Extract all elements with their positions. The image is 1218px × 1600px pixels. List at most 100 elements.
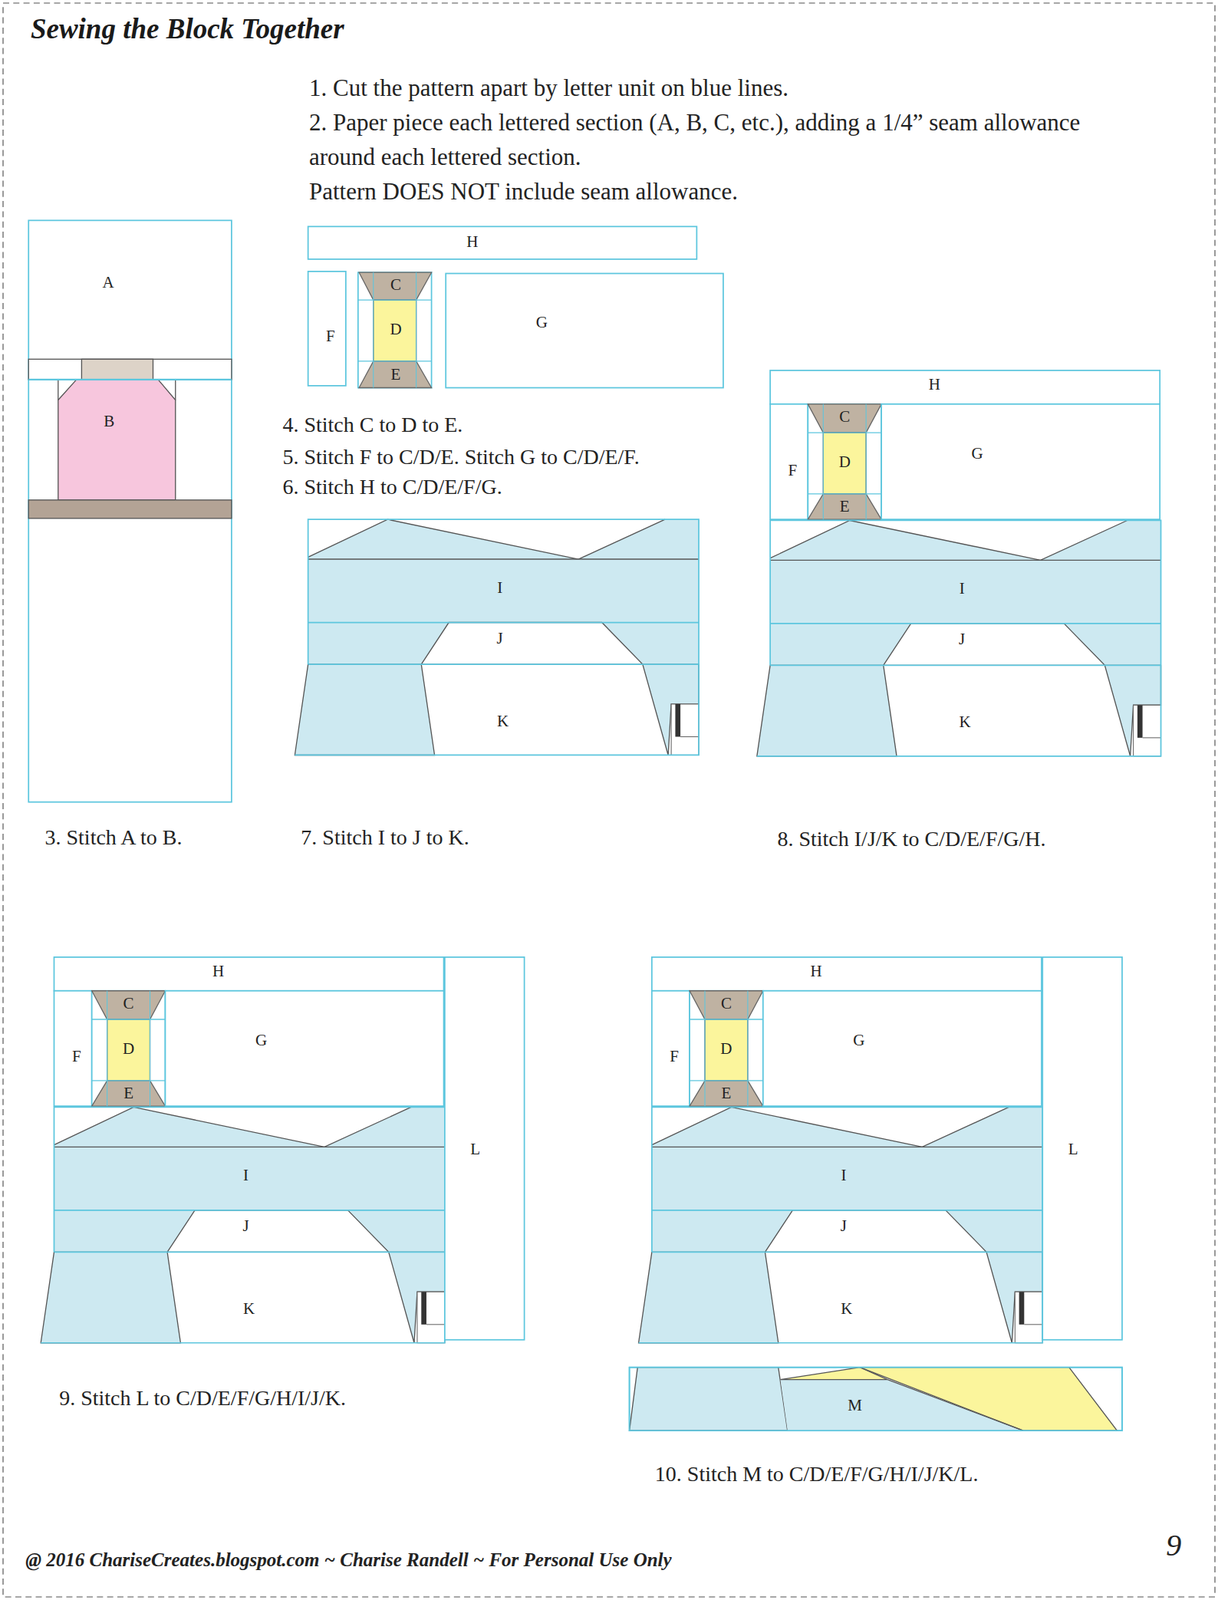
- pattern-piece: C: [718, 994, 735, 1014]
- piece-letter: D: [720, 1040, 732, 1058]
- piece-letter: M: [847, 1396, 863, 1415]
- step-caption: 4. Stitch C to D to E.: [282, 411, 463, 438]
- pattern-piece: I: [240, 1165, 251, 1186]
- figure-step-3-part: [28, 500, 232, 519]
- pattern-piece: K: [240, 1299, 257, 1319]
- piece-letter: L: [1068, 1140, 1079, 1159]
- figure-step-10-base-part: [859, 1367, 1117, 1431]
- piece-letter: B: [103, 412, 115, 431]
- pattern-piece: J: [240, 1216, 251, 1236]
- figure-step-4-6-part: [358, 272, 432, 388]
- pattern-piece: F: [667, 1046, 682, 1067]
- piece-letter: D: [122, 1040, 135, 1058]
- page-number: 9: [1165, 1527, 1182, 1564]
- pattern-piece: I: [494, 578, 505, 598]
- step-caption: 6. Stitch H to C/D/E/F/G.: [282, 474, 502, 501]
- pattern-piece: F: [786, 460, 800, 481]
- step-caption: 5. Stitch F to C/D/E. Stitch G to C/D/E/…: [282, 444, 639, 471]
- pattern-piece: H: [210, 961, 227, 981]
- figure-step-3: [28, 220, 232, 802]
- piece-letter: H: [466, 233, 478, 251]
- figure-step-3-part: [57, 379, 59, 401]
- figure-step-7: [294, 519, 699, 755]
- piece-letter: I: [959, 579, 965, 598]
- figure-step-9-part: [53, 957, 444, 1107]
- piece-letter: J: [497, 629, 504, 648]
- piece-letter: I: [497, 579, 503, 597]
- instruction-text: Pattern DOES NOT include seam allowance.: [309, 174, 1148, 210]
- pattern-piece: B: [101, 411, 117, 432]
- piece-letter: C: [839, 408, 850, 426]
- piece-letter: G: [971, 444, 984, 463]
- pattern-piece: J: [494, 628, 506, 649]
- pattern-piece: K: [838, 1299, 855, 1319]
- step-caption: 10. Stitch M to C/D/E/F/G/H/I/J/K/L.: [655, 1461, 979, 1488]
- step-caption: 8. Stitch I/J/K to C/D/E/F/G/H.: [776, 826, 1046, 853]
- figure-step-10-base-part: [629, 1367, 788, 1431]
- piece-letter: D: [839, 453, 851, 471]
- pattern-piece: C: [121, 994, 137, 1014]
- pattern-piece: E: [388, 365, 404, 385]
- figure-step-9-part: [40, 1106, 445, 1343]
- piece-letter: C: [720, 994, 732, 1013]
- pattern-piece: E: [121, 1083, 136, 1103]
- figure-step-3-part: [58, 379, 176, 501]
- pattern-piece: G: [533, 312, 550, 333]
- figure-step-10-part: [651, 957, 1042, 1107]
- piece-letter: J: [242, 1217, 249, 1235]
- figure-step-8-part: [770, 370, 1160, 520]
- piece-letter: K: [959, 713, 972, 731]
- figure-step-10-base-part: [629, 1367, 1123, 1431]
- footer-credit: @ 2016 ChariseCreates.blogspot.com ~ Cha…: [25, 1548, 672, 1572]
- instruction-text: 1. Cut the pattern apart by letter unit …: [309, 71, 1148, 106]
- pattern-piece: F: [323, 326, 338, 346]
- piece-letter: E: [123, 1084, 134, 1103]
- figure-step-4-6-part: [445, 273, 724, 389]
- pattern-piece: E: [837, 497, 853, 517]
- pattern-piece: L: [1066, 1139, 1081, 1159]
- page-border: [3, 3, 1215, 1597]
- page-title: Sewing the Block Together: [30, 12, 345, 46]
- figure-step-7-part: [294, 519, 699, 755]
- piece-letter: G: [536, 313, 548, 332]
- pattern-piece: M: [845, 1395, 865, 1416]
- figure-step-3-part: [28, 220, 232, 802]
- figure-step-10-part: [1042, 957, 1123, 1340]
- pattern-piece: L: [467, 1139, 483, 1159]
- pattern-piece: K: [957, 712, 974, 732]
- pattern-piece: E: [719, 1083, 735, 1103]
- pattern-piece: G: [969, 444, 986, 464]
- pattern-piece: G: [850, 1030, 867, 1051]
- piece-letter: F: [325, 327, 336, 346]
- figure-step-4-6-part: [358, 361, 432, 389]
- pattern-piece: C: [836, 407, 853, 427]
- piece-letter: D: [389, 320, 402, 339]
- piece-letter: K: [497, 712, 509, 731]
- figure-step-10-part: [638, 1106, 1044, 1343]
- figure-step-4-6: [308, 226, 724, 388]
- piece-letter: I: [840, 1166, 847, 1185]
- piece-letter: E: [839, 497, 850, 516]
- piece-letter: E: [391, 365, 402, 384]
- piece-letter: E: [721, 1084, 732, 1103]
- piece-letter: F: [788, 461, 798, 480]
- pattern-piece: H: [464, 232, 481, 252]
- figure-step-4-6-part: [358, 360, 432, 362]
- figure-step-4-6-part: [415, 272, 417, 388]
- pattern-piece: A: [99, 273, 116, 293]
- figure-step-4-6-part: [358, 299, 432, 300]
- figure-step-4-6-part: [308, 226, 698, 260]
- figure-step-9: [40, 957, 524, 1344]
- pattern-piece: I: [957, 579, 968, 599]
- figure-step-10: [638, 957, 1123, 1344]
- pattern-piece: J: [838, 1216, 850, 1236]
- piece-letter: H: [809, 962, 822, 981]
- pattern-piece: K: [494, 711, 511, 731]
- figure-step-10-base: [629, 1367, 1123, 1431]
- figure-step-8-part: [757, 520, 1162, 756]
- piece-letter: J: [958, 630, 965, 649]
- instruction-text: 2. Paper piece each lettered section (A,…: [309, 105, 1148, 175]
- figure-step-9-part: [444, 957, 525, 1340]
- figure-step-4-6-part: [308, 271, 346, 386]
- piece-letter: L: [470, 1140, 481, 1159]
